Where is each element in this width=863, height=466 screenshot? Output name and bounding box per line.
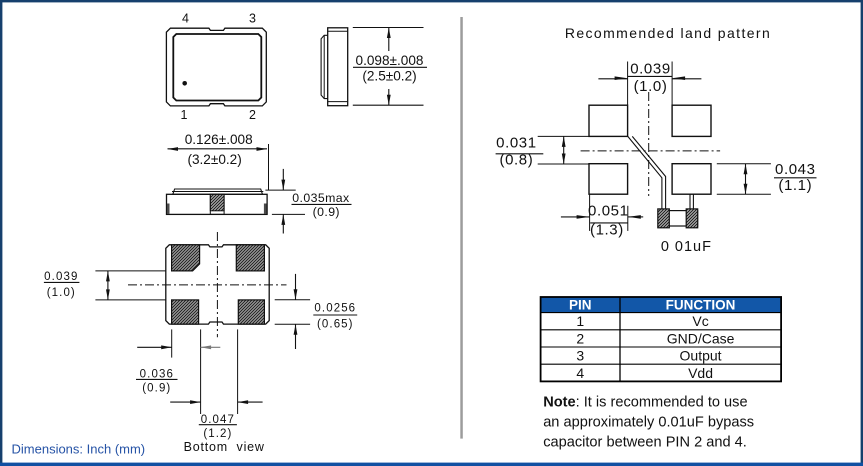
- svg-text:(0.65): (0.65): [317, 319, 354, 331]
- svg-text:0.035max: 0.035max: [292, 191, 350, 205]
- svg-text:0.098±.008: 0.098±.008: [356, 53, 424, 68]
- svg-text:1: 1: [181, 108, 188, 122]
- svg-text:Dimensions: Inch (mm): Dimensions: Inch (mm): [12, 442, 146, 457]
- svg-text:(0.8): (0.8): [499, 151, 533, 168]
- svg-text:capacitor between PIN 2 and 4.: capacitor between PIN 2 and 4.: [543, 434, 747, 450]
- svg-text:2: 2: [576, 330, 584, 346]
- svg-text:(1.0): (1.0): [47, 287, 76, 299]
- svg-text:(1.2): (1.2): [203, 428, 232, 440]
- svg-text:Vdd: Vdd: [688, 365, 713, 381]
- svg-text:Vc: Vc: [692, 313, 708, 329]
- svg-text:FUNCTION: FUNCTION: [666, 298, 736, 313]
- svg-text:(0.9): (0.9): [142, 383, 171, 395]
- svg-text:(2.5±0.2): (2.5±0.2): [362, 68, 416, 83]
- svg-text:(0.9): (0.9): [313, 205, 340, 219]
- svg-text:an approximately 0.01uF bypass: an approximately 0.01uF bypass: [543, 415, 754, 431]
- svg-text:PIN: PIN: [569, 298, 592, 313]
- svg-text:(1.3): (1.3): [590, 222, 624, 239]
- svg-text:0.051: 0.051: [588, 202, 629, 219]
- svg-text:0.039: 0.039: [630, 60, 671, 77]
- svg-text:0 01uF: 0 01uF: [661, 239, 712, 255]
- svg-text:2: 2: [249, 108, 256, 122]
- svg-text:Note: It is recommended to use: Note: It is recommended to use: [543, 395, 747, 411]
- svg-text:(1.1): (1.1): [778, 177, 812, 194]
- svg-text:0.0256: 0.0256: [314, 302, 356, 314]
- svg-text:4: 4: [576, 365, 584, 381]
- svg-text:0.031: 0.031: [496, 134, 537, 151]
- svg-text:0.126±.008: 0.126±.008: [185, 132, 253, 147]
- svg-text:3: 3: [576, 348, 584, 364]
- svg-text:(1.0): (1.0): [634, 78, 668, 95]
- svg-text:Bottom view: Bottom view: [184, 440, 265, 454]
- svg-text:Output: Output: [680, 348, 722, 364]
- svg-text:0.047: 0.047: [201, 414, 235, 426]
- svg-text:0.036: 0.036: [140, 368, 174, 380]
- svg-text:0.043: 0.043: [775, 161, 816, 178]
- svg-text:(3.2±0.2): (3.2±0.2): [187, 152, 241, 167]
- svg-text:GND/Case: GND/Case: [667, 330, 735, 346]
- svg-text:1: 1: [576, 313, 584, 329]
- svg-text:Recommended land pattern: Recommended land pattern: [565, 25, 771, 41]
- svg-text:0.039: 0.039: [44, 271, 78, 283]
- svg-text:3: 3: [249, 12, 256, 26]
- svg-text:4: 4: [182, 12, 189, 26]
